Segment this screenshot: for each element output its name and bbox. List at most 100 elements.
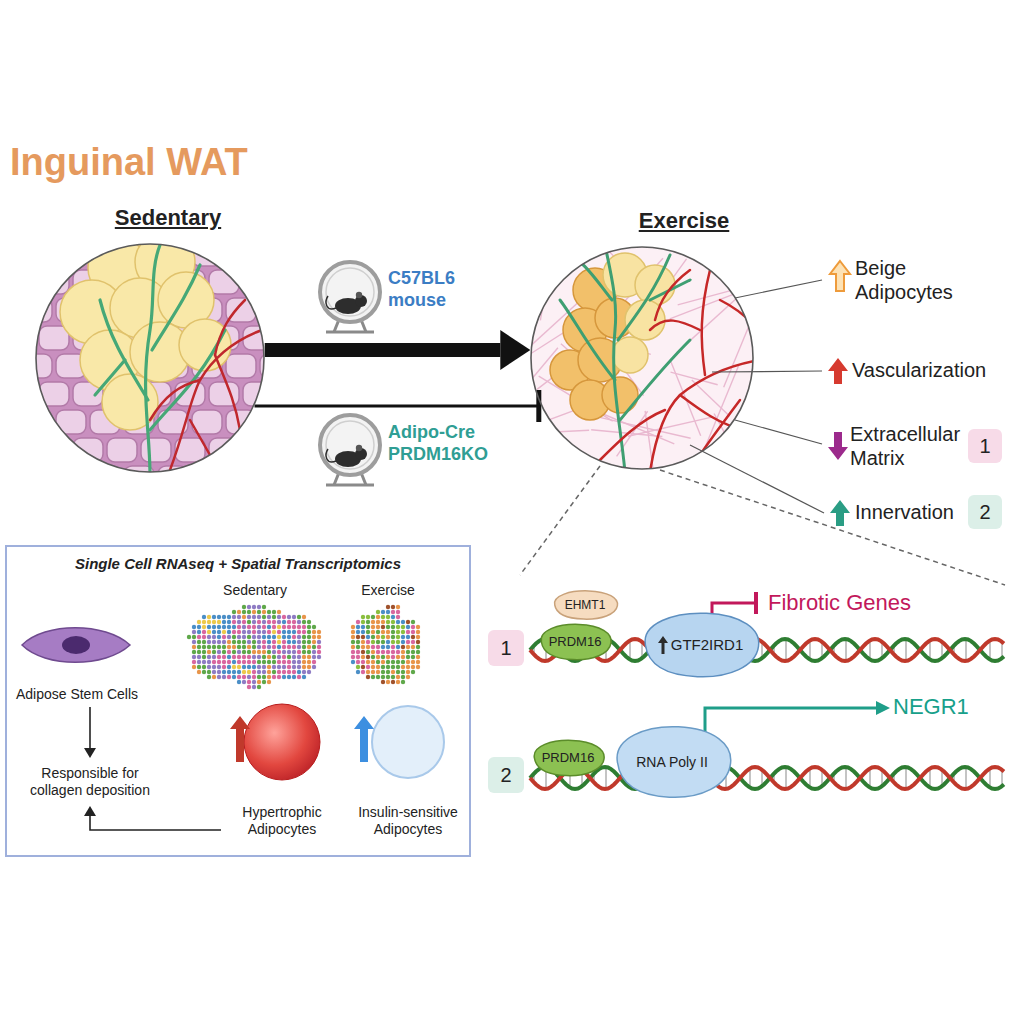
matrix-cell bbox=[260, 410, 290, 434]
increase-arrow bbox=[354, 716, 374, 762]
spatial-spot bbox=[252, 615, 256, 619]
matrix-cell bbox=[39, 438, 69, 462]
matrix-cell bbox=[260, 298, 290, 322]
mouse-ear bbox=[356, 292, 362, 298]
spatial-spot bbox=[287, 615, 291, 619]
method-panel: Single Cell RNAseq + Spatial Transcripto… bbox=[5, 545, 471, 857]
spatial-spot bbox=[302, 665, 306, 669]
blood-vessel bbox=[655, 270, 690, 320]
spatial-spot bbox=[391, 680, 395, 684]
spatial-spot bbox=[207, 660, 211, 664]
spatial-spot bbox=[411, 670, 415, 674]
matrix-fiber bbox=[588, 415, 691, 439]
spatial-spot bbox=[371, 625, 375, 629]
spatial-spot bbox=[267, 630, 271, 634]
label-holder: Fibrotic Genes bbox=[768, 590, 948, 616]
spatial-spot bbox=[371, 650, 375, 654]
callout-number: 2 bbox=[968, 495, 1002, 529]
spatial-spot bbox=[257, 605, 261, 609]
spatial-spot bbox=[366, 630, 370, 634]
spatial-spot bbox=[371, 670, 375, 674]
spatial-spot bbox=[192, 630, 196, 634]
dna-helix bbox=[530, 767, 1004, 789]
spatial-spot bbox=[376, 650, 380, 654]
spatial-spot bbox=[212, 660, 216, 664]
spatial-spot bbox=[361, 625, 365, 629]
spatial-spot bbox=[282, 650, 286, 654]
spatial-spot bbox=[396, 680, 400, 684]
increase-arrow bbox=[828, 358, 848, 384]
spatial-spot bbox=[386, 615, 390, 619]
spatial-spot bbox=[292, 660, 296, 664]
wheel-base bbox=[326, 484, 374, 487]
spatial-spot bbox=[391, 655, 395, 659]
spatial-spot bbox=[292, 625, 296, 629]
mouse-ear bbox=[356, 445, 362, 451]
spatial-spot bbox=[257, 630, 261, 634]
spatial-spot bbox=[282, 660, 286, 664]
feature-label: Extracellular Matrix bbox=[850, 422, 962, 470]
base-pair bbox=[845, 639, 847, 661]
matrix-cell bbox=[260, 466, 290, 490]
spatial-spot bbox=[297, 655, 301, 659]
spatial-spot bbox=[351, 635, 355, 639]
spatial-spot bbox=[217, 650, 221, 654]
base-pair bbox=[749, 768, 751, 787]
spatial-spot bbox=[252, 625, 256, 629]
matrix-cell bbox=[226, 354, 256, 378]
spatial-spot bbox=[242, 680, 246, 684]
spatial-spot bbox=[396, 655, 400, 659]
spatial-map-item: Sedentary bbox=[175, 580, 335, 694]
matrix-cell bbox=[209, 438, 239, 462]
spatial-spot bbox=[317, 635, 321, 639]
spatial-spot bbox=[237, 660, 241, 664]
matrix-cell bbox=[22, 242, 52, 266]
spatial-spot bbox=[247, 685, 251, 689]
spatial-spot bbox=[267, 665, 271, 669]
spatial-spot bbox=[282, 670, 286, 674]
spatial-spot bbox=[252, 660, 256, 664]
spatial-spot bbox=[297, 670, 301, 674]
spatial-spot bbox=[252, 620, 256, 624]
spatial-spot bbox=[376, 670, 380, 674]
matrix-fiber bbox=[718, 468, 761, 477]
spatial-spot bbox=[262, 655, 266, 659]
spatial-spot bbox=[396, 660, 400, 664]
spatial-spot bbox=[257, 675, 261, 679]
spatial-spot bbox=[371, 630, 375, 634]
base-pair bbox=[905, 767, 907, 789]
spatial-spot bbox=[376, 660, 380, 664]
spatial-spot bbox=[262, 670, 266, 674]
spatial-spot bbox=[237, 610, 241, 614]
spatial-spot bbox=[381, 675, 385, 679]
spatial-spot bbox=[366, 655, 370, 659]
spatial-spot bbox=[257, 685, 261, 689]
label-holder: NEGR1 bbox=[893, 694, 993, 720]
spatial-spot bbox=[217, 675, 221, 679]
matrix-cell bbox=[73, 438, 103, 462]
spatial-spot bbox=[386, 630, 390, 634]
spatial-spot bbox=[416, 650, 420, 654]
spatial-spot bbox=[257, 650, 261, 654]
strain-label: C57BL6 mouse bbox=[388, 268, 468, 311]
spatial-spot bbox=[227, 620, 231, 624]
spatial-spot bbox=[262, 680, 266, 684]
blood-vessel bbox=[190, 420, 210, 455]
spatial-spot bbox=[297, 615, 301, 619]
spatial-spot bbox=[297, 620, 301, 624]
spatial-spot bbox=[312, 665, 316, 669]
spatial-spot bbox=[396, 605, 400, 609]
spatial-spot bbox=[257, 635, 261, 639]
spatial-spot bbox=[366, 675, 370, 679]
spatial-spot bbox=[391, 675, 395, 679]
activation-head bbox=[876, 701, 890, 715]
spatial-spot bbox=[227, 650, 231, 654]
matrix-fiber bbox=[747, 453, 768, 496]
spatial-spot bbox=[267, 655, 271, 659]
label-holder: Extracellular Matrix bbox=[850, 422, 962, 470]
spatial-spot bbox=[247, 635, 251, 639]
spatial-spot bbox=[312, 645, 316, 649]
matrix-cell bbox=[277, 270, 307, 294]
spatial-spot bbox=[277, 665, 281, 669]
matrix-cell bbox=[90, 466, 120, 490]
